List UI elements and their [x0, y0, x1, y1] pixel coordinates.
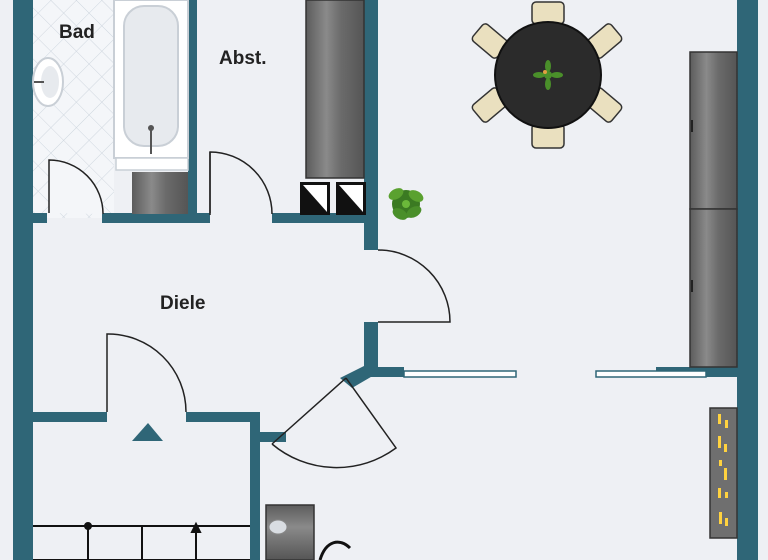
bath-shelf [115, 157, 189, 171]
room-label-bath: Bad [59, 22, 95, 43]
wall-right-lower [737, 372, 758, 560]
dining-table [471, 1, 623, 149]
bathtub [113, 0, 189, 159]
wall-storage-bottom [272, 213, 378, 223]
storage-boxes [300, 182, 366, 215]
wall-living-bottom [364, 367, 404, 377]
entrance-door [106, 333, 187, 413]
wall-kitchen-top [260, 432, 286, 442]
centerpiece-plant-icon [533, 60, 563, 90]
plant-icon [388, 188, 424, 220]
wall-hall-living [364, 322, 378, 374]
sliding-doors [403, 370, 707, 378]
wall-bath-bottom-right [102, 213, 210, 223]
wall-right [737, 0, 758, 372]
storage-shelf [305, 0, 365, 179]
living-door [377, 249, 451, 323]
wall-hall-bottom-right [186, 412, 260, 422]
wall-stair-right [250, 412, 260, 560]
kitchen-door [271, 377, 398, 469]
bathroom-sink [32, 57, 64, 107]
wall-bath-storage [188, 0, 197, 218]
bookshelf [709, 407, 738, 539]
wall-hall-bottom-left [33, 412, 107, 422]
room-label-hall: Diele [160, 293, 205, 314]
staircase [33, 521, 250, 560]
wall-left [13, 0, 33, 560]
wall-bath-bottom-left [33, 213, 47, 223]
bath-door [48, 159, 104, 215]
wardrobe [689, 51, 738, 368]
kitchen-sink [265, 504, 352, 560]
storage-door [209, 151, 273, 215]
entrance-arrow-icon [132, 423, 163, 441]
bath-cabinet [132, 172, 188, 214]
wall-storage-living [364, 0, 378, 250]
room-label-storage: Abst. [219, 48, 267, 69]
walls [13, 0, 758, 560]
